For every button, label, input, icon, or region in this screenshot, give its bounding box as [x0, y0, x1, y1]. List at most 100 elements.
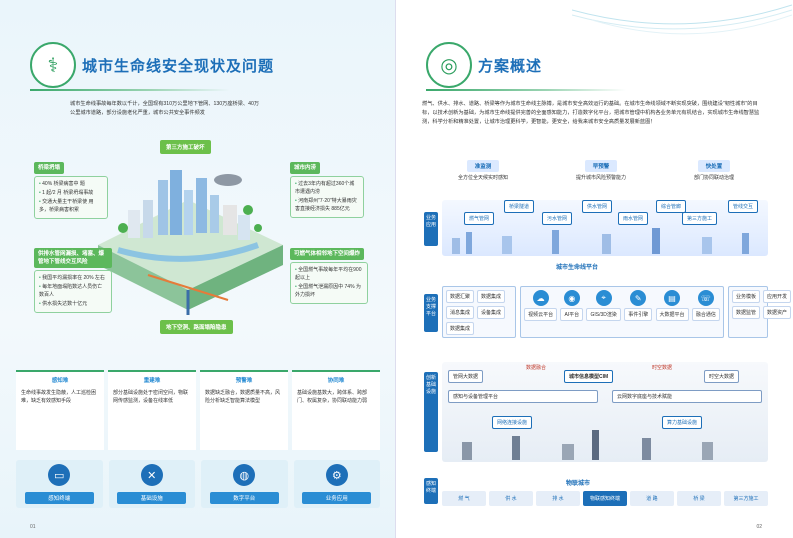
- support-chip: 数据资产: [763, 306, 792, 319]
- goal-item: 早预警 提升城市风险预警能力: [576, 160, 626, 181]
- tools-icon: ✕: [140, 464, 163, 486]
- left-page: ⚕ 城市生命线安全现状及问题 城市生命线事故每年数以千计，全国现有310万公里地…: [0, 0, 396, 538]
- chart-icon: ✎: [630, 290, 647, 306]
- layer-label-app: 业务应用: [424, 212, 438, 246]
- app-chip: 燃气管网: [464, 212, 495, 225]
- title-underline: [426, 89, 626, 91]
- spatiotemporal-box: 时空大数据: [704, 370, 740, 383]
- app-chip: 供水管网: [582, 200, 613, 213]
- app-chip: 综合管廊: [656, 200, 687, 213]
- page-number: 02: [756, 524, 762, 530]
- globe-icon: ◍: [233, 464, 256, 486]
- support-chip: 数据汇聚: [446, 290, 475, 303]
- capability-item: ☏融合通信: [691, 290, 720, 321]
- right-intro-text: 燃气、供水、排水、道路、桥梁等作为城市生命线主脉搏，是城市安全高效运行的基础。在…: [422, 101, 760, 125]
- support-layer: 数据汇聚 数据集成 消息集成 设备集成 数据集成 ☁视频云平台 ◉AI平台 ⌖G…: [442, 286, 792, 338]
- pillar-label: 数字平台: [209, 492, 279, 504]
- layer-label-infra: 创新基础设施: [424, 372, 438, 452]
- globe-person-icon: ◎: [426, 42, 472, 88]
- goal-item: 准监测 全方位全天候实时感知: [458, 160, 508, 181]
- flow-label-right: 时空数据: [652, 365, 673, 371]
- app-chip: 桥梁隧道: [504, 200, 535, 213]
- callout-flood-list: 过去3年内有超过360个城市遭遇内涝 河南郑州"7·20"特大暴雨灾害直接经济损…: [290, 176, 364, 218]
- person-lifebuoy-icon: ⚕: [30, 42, 76, 88]
- problem-text: 数据缺乏融合，数据质量不高，风险分析缺乏智能算法模型: [205, 390, 281, 404]
- callout-bridge-head: 桥梁坍塌: [34, 162, 65, 174]
- flow-label-left: 数据融合: [526, 365, 547, 371]
- left-page-title: 城市生命线安全现状及问题: [82, 57, 275, 75]
- list-item: 全国燃气泄漏原因中 74% 为外力损坏: [295, 283, 363, 299]
- callout-gas-explosion: 可燃气体相邻地下空间爆炸 全国燃气事故每年平均在900起以上 全国燃气泄漏原因中…: [290, 248, 368, 304]
- pillar-row: ▭ 感知终端 ✕ 基础设施 ◍ 数字平台 ⚙ 业务应用: [16, 460, 380, 508]
- capability-label: 视频云平台: [524, 308, 558, 321]
- callout-bridge-list: 40% 桥梁病害中 题 1 起/2 月 桥梁坍塌事故 交通大量主干桥梁使 用多，…: [34, 176, 108, 219]
- platform-title: 城市生命线平台: [556, 265, 599, 271]
- network-box: 网络连接设施: [492, 416, 533, 429]
- capability-label: 大数据平台: [655, 308, 689, 321]
- callout-gas-list: 全国燃气事故每年平均在900起以上 全国燃气泄漏原因中 74% 为外力损坏: [290, 262, 368, 304]
- list-item: 1 起/2 月 桥梁坍塌事故: [39, 189, 103, 197]
- support-chip: 数据监管: [732, 306, 761, 319]
- app-layer-band: 燃气管网 桥梁隧道 污水管网 供水管网 雨水管网 综合管廊 第三方施工 管线交互: [442, 200, 768, 256]
- capability-item: ✎ 事件引擎: [624, 290, 653, 321]
- callout-water-head: 供排水管网漏损、堵塞、爆管地下管线交互风险: [34, 248, 112, 268]
- problem-card: 感知难 生命线事故发生隐蔽，人工巡检困难，缺乏有效感知手段: [16, 370, 104, 450]
- list-item: 每年地面塌陷数达人员伤亡 数百人: [39, 283, 107, 299]
- device-chip: 供 水: [489, 491, 533, 506]
- app-chip: 第三方施工: [682, 212, 718, 225]
- capability-item: ◉AI平台: [560, 290, 584, 321]
- compute-box: 算力基础设施: [662, 416, 703, 429]
- callout-bridge: 桥梁坍塌 40% 桥梁病害中 题 1 起/2 月 桥梁坍塌事故 交通大量主干桥梁…: [34, 162, 108, 219]
- pillar-label: 业务应用: [302, 492, 372, 504]
- tag-third-party: 第三方施工破坏: [160, 140, 211, 154]
- decorative-wave: [572, 4, 792, 35]
- layer-label-support: 业务支撑平台: [424, 294, 438, 332]
- goal-text: 提升城市风险预警能力: [575, 175, 626, 181]
- list-item: 交通大量主干桥梁使 用多，桥梁病害积累: [39, 198, 103, 214]
- perception-platform-box: 感知与设备管理平台: [448, 390, 598, 403]
- support-chip: 数据集成: [446, 322, 475, 335]
- goal-head: 快处置: [697, 160, 731, 172]
- cloud-foundation-box: 云网数字底座与技术赋能: [612, 390, 762, 403]
- cim-box: 城市信息模型CIM: [564, 370, 614, 383]
- phone-icon: ☏: [697, 290, 714, 306]
- support-chip: 数据集成: [477, 290, 506, 303]
- device-chip: 桥 梁: [677, 491, 721, 506]
- pin-icon: ⌖: [595, 290, 612, 306]
- business-template-group: 业务模板 数据监管 应用开发 数据资产: [728, 286, 792, 338]
- goal-text: 全方位全天候实时感知: [457, 175, 508, 181]
- left-intro-text: 城市生命线事故每年数以千计，全国现有310万公里地下管网、130万座桥梁、40万…: [70, 101, 260, 116]
- problem-text: 部分基础设施处于密闭空间，物联网传感监测，设备在线率低: [113, 390, 189, 404]
- list-item: 供水损失达数十亿元: [39, 300, 107, 308]
- goal-row: 准监测 全方位全天候实时感知 早预警 提升城市风险预警能力 快处置 部门协同联动…: [424, 160, 768, 181]
- device-chip: 道 路: [630, 491, 674, 506]
- pillar-business-app: ⚙ 业务应用: [293, 460, 380, 508]
- pillar-infrastructure: ✕ 基础设施: [108, 460, 195, 508]
- page-number: 01: [30, 524, 36, 530]
- ai-icon: ◉: [563, 290, 580, 306]
- callout-water-network: 供排水管网漏损、堵塞、爆管地下管线交互风险 我国平均漏损率在 20% 左右 每年…: [34, 248, 112, 313]
- gear-icon: ⚙: [325, 464, 348, 486]
- skyline-graphic: [452, 228, 749, 254]
- data-integration-group: 数据汇聚 数据集成 消息集成 设备集成 数据集成: [442, 286, 516, 338]
- app-chip: 污水管网: [542, 212, 573, 225]
- capability-group: ☁视频云平台 ◉AI平台 ⌖GIS/3D渲染 ✎事件引擎 ▤大数据平台 ☏融合通…: [520, 286, 724, 338]
- support-chip: 设备集成: [477, 306, 506, 319]
- infrastructure-layer: 管网大数据 数据融合 城市信息模型CIM 时空数据 时空大数据 感知与设备管理平…: [442, 362, 768, 462]
- problem-head: 协同难: [327, 378, 345, 384]
- capability-item: ▤ 大数据平台: [655, 290, 689, 321]
- problem-card: 重建难 部分基础设施处于密闭空间，物联网传感监测，设备在线率低: [108, 370, 196, 450]
- app-chip: 雨水管网: [618, 212, 649, 225]
- callout-gas-head: 可燃气体相邻地下空间爆炸: [290, 248, 365, 260]
- tag-underground-void: 地下空洞、路面塌陷隐患: [160, 320, 233, 334]
- device-chip: 燃 气: [442, 491, 486, 506]
- capability-label: 事件引擎: [624, 308, 653, 321]
- left-title-block: ⚕ 城市生命线安全现状及问题: [30, 42, 274, 88]
- callout-water-list: 我国平均漏损率在 20% 左右 每年地面塌陷数达人员伤亡 数百人 供水损失达数十…: [34, 270, 112, 313]
- goal-text: 部门协同联动治理: [693, 175, 734, 181]
- data-icon: ▤: [664, 290, 680, 306]
- list-item: 40% 桥梁病害中 题: [39, 180, 103, 188]
- device-chip: 第三方施工: [724, 491, 768, 506]
- infra-skyline-graphic: [462, 430, 713, 460]
- support-chip: 业务模板: [732, 290, 761, 303]
